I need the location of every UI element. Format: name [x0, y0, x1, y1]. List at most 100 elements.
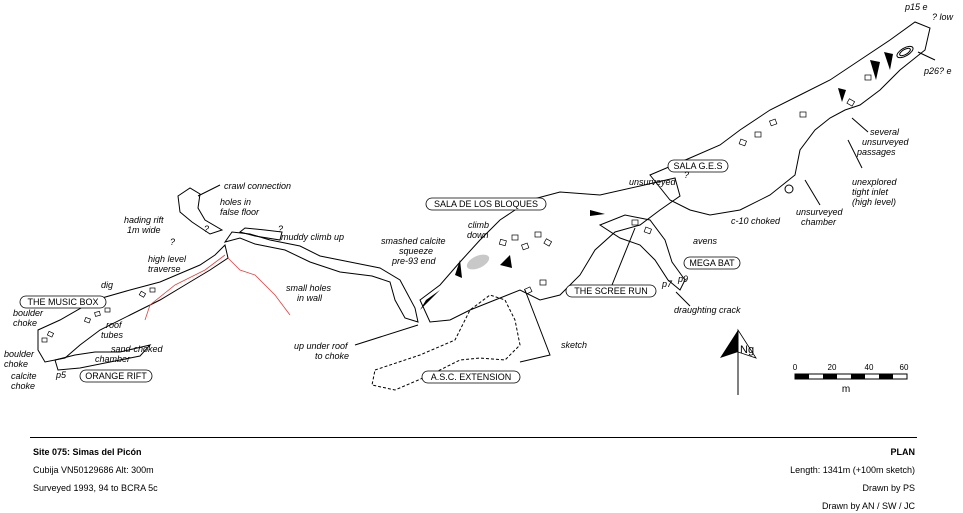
label-up-under-roof-2: to choke: [315, 351, 349, 361]
label-small-holes-1: small holes: [286, 283, 332, 293]
box-orange-rift: ORANGE RIFT: [79, 369, 153, 383]
label-boulder-choke-1b: choke: [13, 318, 37, 328]
label-dig: dig: [101, 280, 113, 290]
label-avens: avens: [693, 236, 718, 246]
north-label: Ng: [740, 344, 754, 356]
box-sala-bloques: SALA DE LOS BLOQUES: [425, 197, 547, 211]
label-p7: p7: [661, 279, 673, 289]
label-high-level-1: high level: [148, 254, 187, 264]
label-mega-bat: MEGA BAT: [689, 258, 735, 268]
arrow-unexplored: [847, 139, 863, 169]
label-boulder-choke-2a: boulder: [4, 349, 35, 359]
label-roof-tubes-2: tubes: [101, 330, 124, 340]
smashed-calcite-squeeze: [466, 254, 490, 270]
label-music-box: THE MUSIC BOX: [27, 297, 98, 307]
label-unsurveyed-chamber-2: chamber: [801, 217, 837, 227]
label-asc-extension: A.S.C. EXTENSION: [431, 372, 512, 382]
drawn-by-2: Drawn by AN / SW / JC: [821, 501, 915, 511]
label-orange-rift: ORANGE RIFT: [85, 371, 147, 381]
passage-scree-run: [598, 214, 686, 291]
label-unexplored-3: (high level): [852, 197, 896, 207]
scale-bar: 0 20 40 60 m: [793, 363, 909, 395]
label-roof-tubes-1: roof: [106, 320, 123, 330]
site-title: Site 075: Simas del Picón: [33, 447, 142, 457]
label-question-1: ?: [170, 237, 175, 247]
label-calcite-choke-2: choke: [11, 381, 35, 391]
label-smashed-3: pre-93 end: [391, 256, 437, 266]
arrow-up-under-roof: [354, 324, 419, 346]
label-unexplored-2: tight inlet: [852, 187, 889, 197]
box-asc-extension: A.S.C. EXTENSION: [421, 370, 521, 384]
label-holes-1: holes in: [220, 197, 251, 207]
surveyed-text: Surveyed 1993, 94 to BCRA 5c: [33, 483, 158, 493]
label-several-1: several: [870, 127, 900, 137]
location-text: Cubija VN50129686 Alt: 300m: [33, 465, 154, 475]
label-sala-ges: SALA G.E.S: [673, 161, 722, 171]
label-draughting-crack: draughting crack: [674, 305, 741, 315]
label-smashed-2: squeeze: [399, 246, 433, 256]
arrow-sketch: [519, 289, 551, 363]
scale-tick-20: 20: [828, 363, 837, 372]
slope-mark: [455, 260, 462, 278]
label-hading-rift-1: hading rift: [124, 215, 164, 225]
boulders-music-box: [41, 287, 156, 343]
box-mega-bat: MEGA BAT: [683, 256, 741, 270]
slope-mark: [838, 88, 846, 102]
arrow-scree: [611, 227, 636, 286]
arrow-draughting: [675, 291, 691, 307]
scale-tick-60: 60: [900, 363, 909, 372]
box-music-box: THE MUSIC BOX: [19, 295, 107, 309]
label-low: ? low: [932, 12, 954, 22]
arrow-several: [851, 117, 869, 133]
label-smashed-1: smashed calcite: [381, 236, 446, 246]
label-p15e: p15 e: [904, 2, 928, 12]
label-c10-choked: c-10 choked: [731, 216, 781, 226]
label-boulder-choke-1a: boulder: [13, 308, 44, 318]
label-climb-2: down: [467, 230, 489, 240]
label-sketch: sketch: [561, 340, 587, 350]
label-question-4: ?: [684, 170, 689, 180]
label-calcite-choke-1: calcite: [11, 371, 37, 381]
slope-mark: [420, 290, 440, 310]
passage-orange-rift: [54, 344, 152, 371]
label-holes-2: false floor: [220, 207, 260, 217]
label-small-holes-2: in wall: [297, 293, 323, 303]
slope-mark: [884, 52, 893, 70]
survey-line-1: [144, 254, 226, 321]
label-hading-rift-2: 1m wide: [127, 225, 161, 235]
label-muddy-climb: muddy climb up: [281, 232, 344, 242]
label-climb-1: climb: [468, 220, 489, 230]
arrow-crawl: [197, 184, 221, 197]
scale-unit: m: [842, 384, 850, 395]
label-p26e: p26? e: [923, 66, 952, 76]
label-p5: p5: [55, 370, 67, 380]
length-text: Length: 1341m (+100m sketch): [790, 465, 915, 475]
survey-line-2: [227, 257, 291, 316]
box-sala-ges: SALA G.E.S: [667, 159, 729, 173]
label-up-under-roof-1: up under roof: [294, 341, 349, 351]
label-several-2: unsurveyed: [862, 137, 910, 147]
label-boulder-choke-2b: choke: [4, 359, 28, 369]
footer-divider: [30, 437, 917, 438]
north-arrow: Ng: [720, 328, 757, 395]
scale-tick-0: 0: [793, 363, 798, 372]
slope-mark: [870, 60, 880, 80]
label-scree-run: THE SCREE RUN: [574, 286, 648, 296]
label-several-3: passages: [856, 147, 896, 157]
arrow-unsurveyed-chamber: [804, 179, 821, 206]
cave-survey-plan: THE MUSIC BOX ORANGE RIFT SALA DE LOS BL…: [4, 2, 954, 395]
passage-muddy-climb: [238, 227, 283, 241]
label-unsurveyed: unsurveyed: [629, 177, 677, 187]
box-scree-run: THE SCREE RUN: [565, 284, 657, 298]
label-question-2: ?: [204, 224, 209, 234]
passage-sala-bloques: [419, 177, 681, 323]
passage-main-traverse: [223, 231, 419, 323]
label-sand-choked-1: sand-choked: [111, 344, 164, 354]
plan-label: PLAN: [890, 447, 916, 457]
passage-crawl: [177, 187, 224, 235]
passage-asc-extension: [371, 294, 521, 391]
label-sala-bloques: SALA DE LOS BLOQUES: [434, 199, 538, 209]
slope-mark: [590, 210, 605, 216]
boulders-upper: [738, 74, 872, 147]
arrow-p26: [917, 51, 936, 61]
